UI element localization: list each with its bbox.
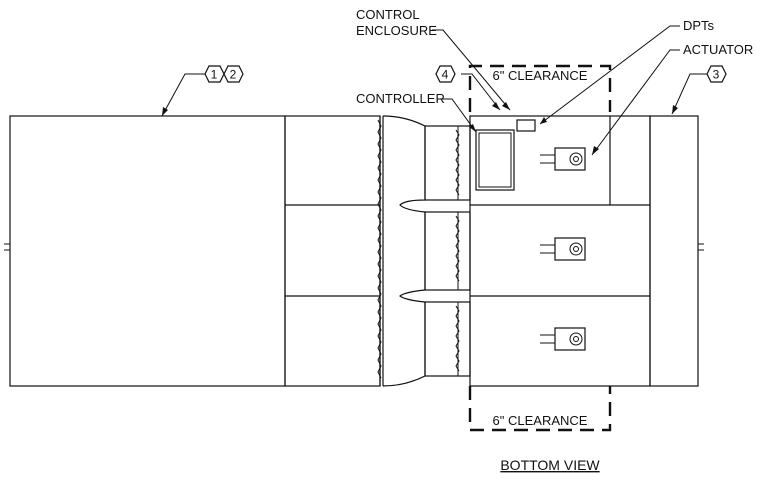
- label-control: CONTROL: [356, 7, 420, 22]
- clearance-zone-bottom: [468, 386, 612, 432]
- label-controller: CONTROLLER: [356, 91, 445, 106]
- leader-lines: [161, 25, 707, 156]
- transition: [382, 115, 426, 387]
- svg-text:3: 3: [713, 68, 720, 82]
- dpt-box: [516, 119, 536, 132]
- tag-1: 1: [204, 65, 225, 83]
- svg-text:2: 2: [230, 68, 237, 82]
- outlet-collars: [424, 125, 471, 377]
- label-clearance-bottom: 6" CLEARANCE: [493, 413, 588, 428]
- controller-box: [475, 129, 515, 191]
- tag-2: 2: [223, 65, 244, 83]
- inlet-duct: [4, 115, 286, 387]
- label-actuator: ACTUATOR: [683, 42, 753, 57]
- clearance-zone-top: [468, 64, 612, 112]
- view-title: BOTTOM VIEW: [500, 457, 600, 473]
- svg-text:1: 1: [211, 68, 218, 82]
- actuator-middle: [540, 237, 586, 261]
- tag-4: 4: [435, 65, 456, 83]
- label-dpts: DPTs: [683, 18, 715, 33]
- terminal-units: [469, 115, 651, 387]
- tag-3: 3: [706, 65, 727, 83]
- label-enclosure: ENCLOSURE: [356, 23, 437, 38]
- actuator-bottom: [540, 327, 586, 351]
- svg-text:4: 4: [442, 68, 449, 82]
- actuator-top: [540, 147, 586, 171]
- label-clearance-top: 6" CLEARANCE: [493, 68, 588, 83]
- flange-left: [377, 116, 384, 386]
- discharge-duct: [649, 115, 704, 387]
- plenum-section: [284, 115, 381, 387]
